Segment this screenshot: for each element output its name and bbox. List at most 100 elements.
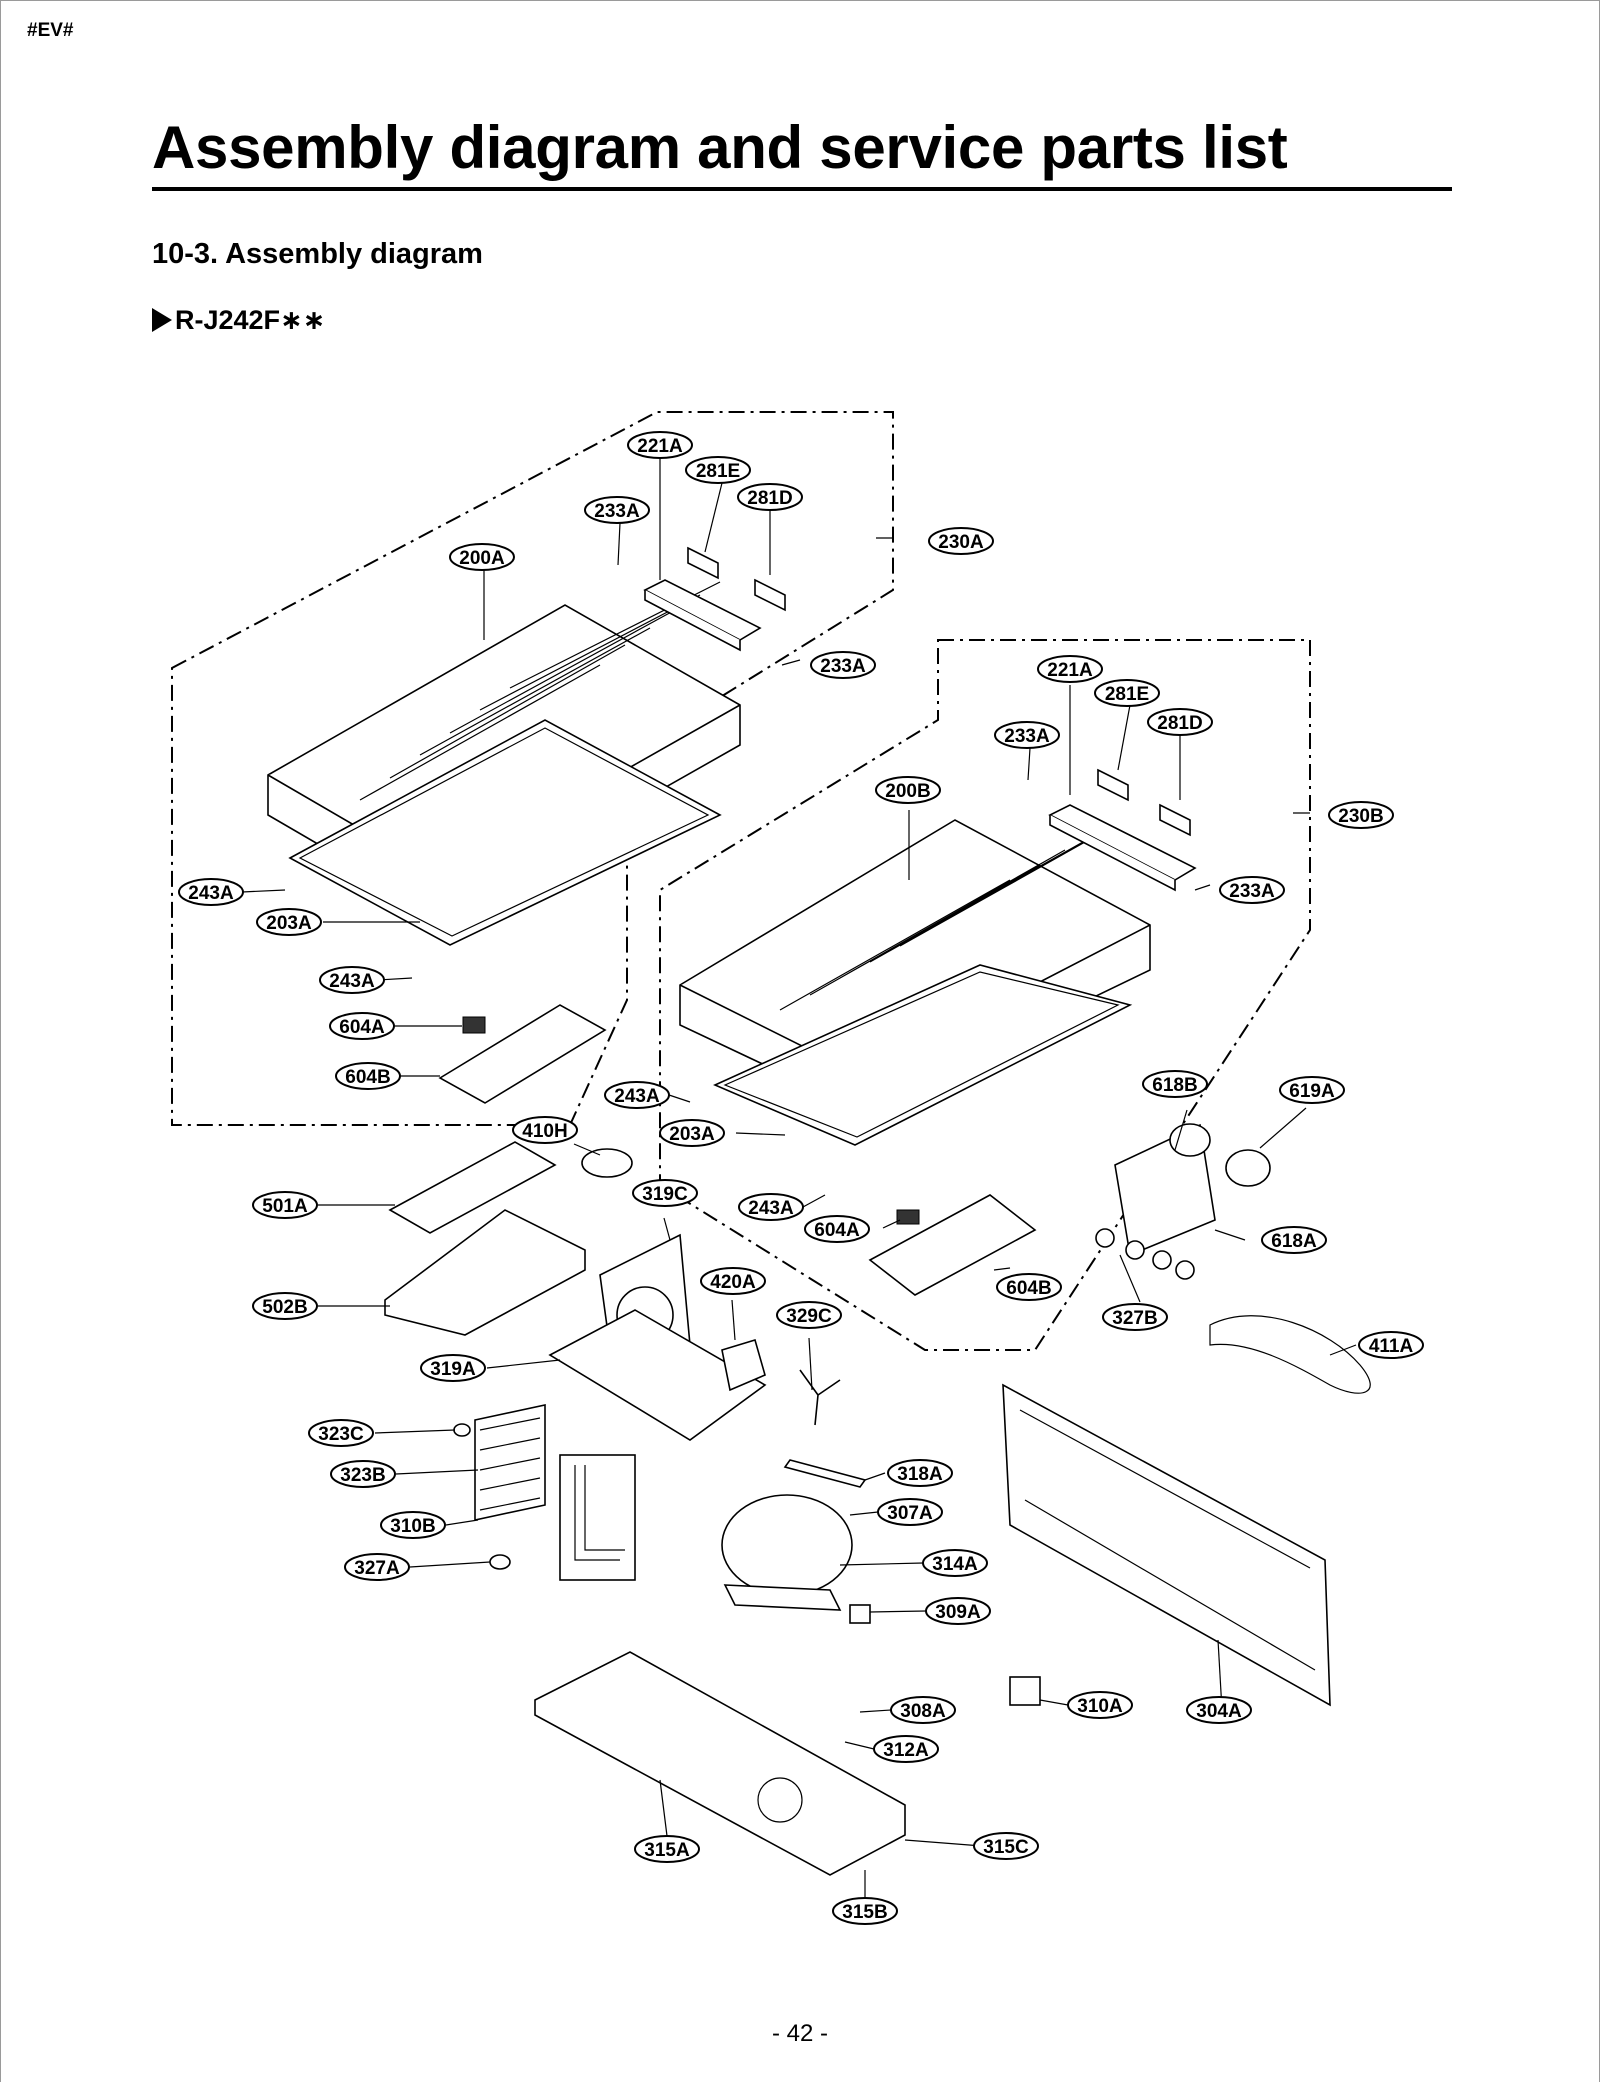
svg-text:200A: 200A: [459, 548, 505, 569]
svg-text:310B: 310B: [390, 1516, 435, 1537]
callout-411A: 411A: [1358, 1331, 1424, 1359]
callout-200B: 200B: [875, 776, 941, 804]
filter-604A-left: [462, 1016, 486, 1034]
callout-315B: 315B: [832, 1897, 898, 1925]
model-label: R-J242F∗∗: [152, 305, 325, 336]
callout-323B: 323B: [330, 1460, 396, 1488]
bushing-327B-2: [1125, 1240, 1145, 1260]
svg-text:243A: 243A: [748, 1198, 794, 1219]
callout-307A: 307A: [877, 1498, 943, 1526]
svg-text:410H: 410H: [522, 1121, 567, 1142]
svg-text:221A: 221A: [637, 436, 683, 457]
svg-text:200B: 200B: [885, 781, 930, 802]
callout-618B: 618B: [1142, 1070, 1208, 1098]
callout-203A-left: 203A: [256, 908, 322, 936]
svg-text:329C: 329C: [786, 1306, 832, 1327]
svg-text:420A: 420A: [710, 1272, 756, 1293]
callout-243A-center-1: 243A: [604, 1081, 670, 1109]
cover-604B-left: [438, 1004, 607, 1104]
svg-text:281D: 281D: [1157, 713, 1202, 734]
callout-233A-right-bottom: 233A: [1219, 876, 1285, 904]
triangle-bullet-icon: [152, 308, 172, 332]
callout-221A-right: 221A: [1037, 655, 1103, 683]
svg-text:618B: 618B: [1152, 1075, 1197, 1096]
svg-text:230A: 230A: [938, 532, 984, 553]
svg-text:314A: 314A: [932, 1554, 978, 1575]
callout-502B: 502B: [252, 1292, 318, 1320]
svg-text:310A: 310A: [1077, 1696, 1123, 1717]
callout-604B-left: 604B: [335, 1062, 401, 1090]
svg-text:309A: 309A: [935, 1602, 981, 1623]
svg-text:327A: 327A: [354, 1558, 400, 1579]
callout-281D-right: 281D: [1147, 708, 1213, 736]
svg-text:243A: 243A: [329, 971, 375, 992]
svg-text:319A: 319A: [430, 1359, 476, 1380]
bushing-327B-1: [1095, 1228, 1115, 1248]
callout-200A: 200A: [449, 543, 515, 571]
callout-323C: 323C: [308, 1419, 374, 1447]
callout-319A: 319A: [420, 1354, 486, 1382]
svg-text:315B: 315B: [842, 1902, 887, 1923]
svg-text:312A: 312A: [883, 1740, 929, 1761]
svg-text:233A: 233A: [594, 501, 640, 522]
callout-233A-right-top: 233A: [994, 721, 1060, 749]
cap-327A: [489, 1554, 511, 1570]
doc-code: #EV#: [27, 20, 74, 41]
callout-310A: 310A: [1067, 1691, 1133, 1719]
callout-327A: 327A: [344, 1553, 410, 1581]
motor-619A: [1225, 1149, 1271, 1187]
fan-motor-420A: [721, 1338, 766, 1392]
callout-619A: 619A: [1279, 1076, 1345, 1104]
right-door-group-boundary: [659, 639, 1311, 1351]
svg-text:319C: 319C: [642, 1184, 688, 1205]
section-title: 10-3. Assembly diagram: [152, 238, 483, 270]
rear-cover-304A: [1002, 1383, 1331, 1707]
callout-243A-left-1: 243A: [178, 878, 244, 906]
callout-233A-left-bottom: 233A: [810, 651, 876, 679]
callout-327B: 327B: [1102, 1303, 1168, 1331]
fan-blade-329C: [799, 1369, 841, 1426]
svg-text:619A: 619A: [1289, 1081, 1335, 1102]
relay-309A: [849, 1604, 871, 1624]
callout-420A: 420A: [700, 1267, 766, 1295]
callout-304A: 304A: [1186, 1696, 1252, 1724]
svg-text:281E: 281E: [1105, 684, 1149, 705]
svg-text:604B: 604B: [1006, 1278, 1051, 1299]
base-315A: [534, 1651, 906, 1876]
hinge-assembly-230B: [1048, 768, 1197, 892]
capacitor-410H: [581, 1148, 633, 1178]
callout-281E-left: 281E: [685, 456, 751, 484]
svg-text:323B: 323B: [340, 1465, 385, 1486]
pcb-case-502B: [384, 1209, 586, 1336]
callout-501A: 501A: [252, 1191, 318, 1219]
callout-230B: 230B: [1328, 801, 1394, 829]
drain-pipe-310B: [559, 1454, 636, 1581]
svg-text:618A: 618A: [1271, 1231, 1317, 1252]
drier-318A: [783, 1459, 867, 1488]
svg-text:315C: 315C: [983, 1837, 1029, 1858]
svg-text:315A: 315A: [644, 1840, 690, 1861]
svg-text:243A: 243A: [188, 883, 234, 904]
callout-329C: 329C: [776, 1301, 842, 1329]
svg-text:411A: 411A: [1369, 1336, 1414, 1357]
svg-text:308A: 308A: [900, 1701, 946, 1722]
svg-text:243A: 243A: [614, 1086, 660, 1107]
callout-308A: 308A: [890, 1696, 956, 1724]
cover-604B-right: [868, 1194, 1037, 1296]
model-number: R-J242F∗∗: [175, 305, 326, 335]
svg-text:233A: 233A: [1004, 726, 1050, 747]
svg-text:323C: 323C: [318, 1424, 364, 1445]
callout-203A-right: 203A: [659, 1119, 725, 1147]
svg-text:501A: 501A: [262, 1196, 308, 1217]
gasket-203A: [288, 719, 722, 946]
svg-text:307A: 307A: [887, 1503, 933, 1524]
gasket-203B: [713, 964, 1133, 1146]
cap-323C: [453, 1423, 471, 1437]
svg-text:203A: 203A: [266, 913, 312, 934]
svg-text:281D: 281D: [747, 488, 792, 509]
svg-text:502B: 502B: [262, 1297, 307, 1318]
callout-281D-left: 281D: [737, 483, 803, 511]
callout-318A: 318A: [887, 1459, 953, 1487]
bushing-327B-4: [1175, 1260, 1195, 1280]
